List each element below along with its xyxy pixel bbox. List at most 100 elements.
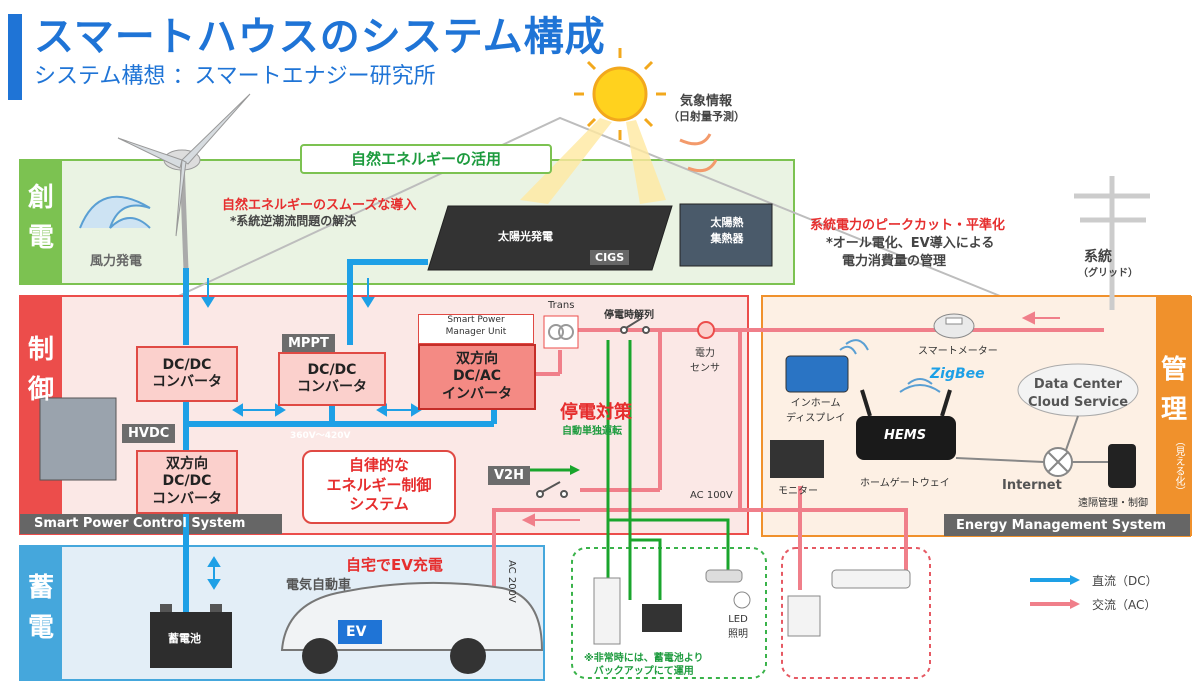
v2h-switch-icon <box>536 481 568 498</box>
led-lighting-label: LED 照明 <box>728 614 748 640</box>
air-conditioner-icon <box>831 569 911 589</box>
smartphone-icon <box>1108 444 1136 488</box>
solar-heat-panel-icon <box>679 203 773 267</box>
in-home-display-label: インホーム ディスプレイ <box>786 398 846 424</box>
bidirectional-inverter: 双方向 DC/AC インバータ <box>418 344 536 410</box>
weather-sub: （日射量予測） <box>668 110 745 123</box>
grid-pole-icon <box>1074 176 1150 310</box>
internet-hub-icon <box>1043 447 1073 477</box>
washer-icon <box>787 595 821 637</box>
outage-measures-sub: 自動単独運転 <box>562 426 622 437</box>
control-system-label-bg <box>20 514 282 534</box>
peak-cut-note2: 電力消費量の管理 <box>842 254 947 269</box>
legend-dc-label: 直流（DC） <box>1092 574 1158 588</box>
internet-label: Internet <box>1002 478 1062 493</box>
transformer-icon <box>543 315 579 349</box>
dcdc-converter-1: DC/DC コンバータ <box>136 346 238 402</box>
solar-panel-label: 太陽光発電 <box>498 230 553 243</box>
ac-lines <box>492 328 1104 624</box>
smart-power-control-system-label: Smart Power Control System <box>34 516 246 531</box>
smart-meter-icon <box>933 313 975 339</box>
wireless-icon <box>839 339 869 355</box>
wind-turbine-icon <box>117 93 251 271</box>
ac100-label: AC 100V <box>690 490 733 501</box>
v2h-arrow <box>570 465 580 475</box>
legend-ac-label: 交流（AC） <box>1092 598 1157 612</box>
fridge-icon <box>593 577 621 645</box>
backup-lines <box>520 340 730 600</box>
dc-lines <box>183 259 497 612</box>
zigbee-label: ZigBee <box>930 366 985 382</box>
page-subtitle: システム構想 ：スマートエナジー研究所 <box>34 64 436 89</box>
hvdc-tag: HVDC <box>122 424 176 443</box>
legend <box>1030 575 1080 609</box>
management-side-sub: （見える化） <box>1173 436 1184 496</box>
management-band-tab <box>1156 296 1192 536</box>
wind-swirl-icon <box>79 195 151 229</box>
dc-arrows <box>201 278 422 590</box>
storage-band-tab <box>20 546 62 680</box>
power-sensor-icon <box>697 321 715 339</box>
power-sensor-label: 電力 センサ <box>690 348 720 374</box>
ceiling-light-icon <box>705 569 743 583</box>
outage-switch-label: 停電時解列 <box>604 310 654 321</box>
management-band-label: 管 理 <box>1160 355 1187 425</box>
sun-beam-1 <box>520 118 612 204</box>
sun-beam-2 <box>626 120 666 204</box>
storage-band-label: 蓄 電 <box>27 573 54 643</box>
ev-car-icon <box>280 581 544 674</box>
battery-icon <box>150 604 232 668</box>
cloud-link <box>1065 415 1079 451</box>
voltage-range: 360V～420V <box>290 431 351 441</box>
led-bulb-icon <box>733 591 751 609</box>
wind-power-label: 風力発電 <box>90 254 143 269</box>
smart-power-manager-unit: Smart Power Manager Unit <box>418 314 534 344</box>
data-center-label: Data Center Cloud Service <box>1027 377 1129 411</box>
creation-band-label: 創 電 <box>27 183 54 253</box>
control-band-label: 制 御 <box>27 335 54 405</box>
solar-heat-label: 太陽熱 集熱器 <box>710 216 744 245</box>
pc-icon <box>642 604 682 632</box>
cigs-label: CIGS <box>590 250 630 265</box>
zigbee-wave-icon <box>899 378 941 393</box>
sun-icon <box>574 48 666 140</box>
ac-arrows <box>521 311 1060 527</box>
management-system-label-bg <box>944 514 1190 536</box>
trans-label: Trans <box>548 300 575 311</box>
management-band <box>761 295 1191 537</box>
in-home-display-icon <box>785 355 849 393</box>
smart-meter-label: スマートメーター <box>918 346 998 357</box>
creation-band-tab <box>20 160 62 284</box>
smooth-intro-note: *系統逆潮流問題の解決 <box>230 214 357 228</box>
outage-measures-title: 停電対策 <box>560 402 632 423</box>
smooth-intro-title: 自然エネルギーのスムーズな導入 <box>222 198 417 213</box>
ac200-label: AC 200V <box>506 560 517 603</box>
house-roof <box>169 116 1011 301</box>
home-ev-charging: 自宅でEV充電 <box>346 556 443 574</box>
home-gateway-label: ホームゲートウェイ <box>860 478 950 489</box>
natural-energy-banner: 自然エネルギーの活用 <box>300 144 552 174</box>
hems-label: HEMS <box>884 428 927 443</box>
hvdc-device-icon <box>39 397 117 481</box>
remote-control-label: 遠隔管理・制御 <box>1078 498 1148 509</box>
grid-sub: （グリッド） <box>1078 268 1138 279</box>
dcdc-converter-2: DC/DC コンバータ <box>278 352 386 406</box>
monitor-label: モニター <box>778 486 818 497</box>
normal-appliance-group <box>781 547 931 679</box>
backup-appliance-group <box>571 547 767 679</box>
autonomous-control-callout: 自律的な エネルギー制御 システム <box>302 450 456 524</box>
mppt-tag: MPPT <box>282 334 335 353</box>
hems-router-icon <box>856 389 956 460</box>
backup-note: ※非常時には、蓄電池より バックアップにて運用 <box>584 653 704 677</box>
monitor-icon <box>770 440 824 478</box>
weather-label: 気象情報 <box>680 94 733 109</box>
internet-link <box>955 457 1045 463</box>
weather-waves <box>679 133 718 173</box>
outage-switch-icon <box>620 317 650 334</box>
battery-label: 蓄電池 <box>168 632 201 645</box>
peak-cut-note1: *オール電化、EV導入による <box>826 236 995 251</box>
grid-label: 系統 <box>1084 249 1112 265</box>
page-title: スマートハウスのシステム構成 <box>34 14 606 60</box>
v2h-tag: V2H <box>488 466 530 485</box>
